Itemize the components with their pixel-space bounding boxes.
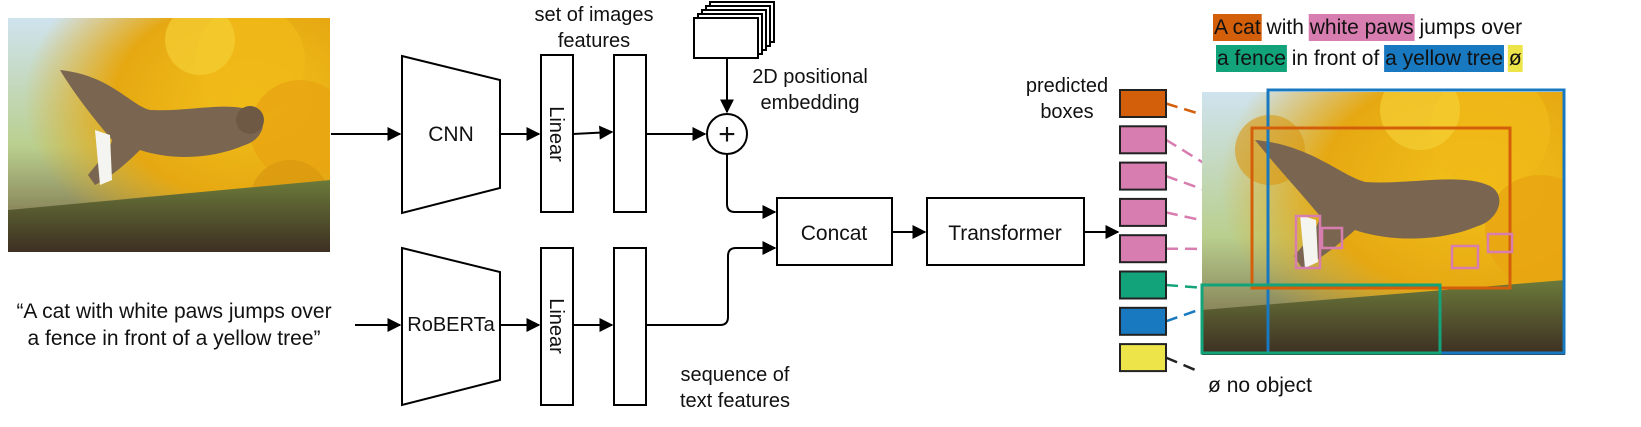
predicted-box-cat — [1119, 89, 1167, 118]
bbox-fence — [1200, 283, 1442, 355]
caption-highlight-bg — [1308, 14, 1415, 41]
transformer-block — [926, 197, 1085, 266]
caption-phrase-highlighted: a yellow tree — [1385, 47, 1503, 70]
output-photo — [1202, 92, 1565, 355]
caption-phrase: in front of — [1286, 47, 1385, 70]
predicted-box-tree — [1119, 306, 1167, 336]
caption-phrase-highlighted: A cat — [1214, 16, 1261, 39]
positional-caption-2: embedding — [761, 92, 860, 114]
arrow-txtfeat-to-concat — [646, 241, 777, 326]
cnn-block — [401, 54, 501, 215]
linear-text-block — [540, 247, 574, 406]
text-input-line-1: “A cat with white paws jumps over — [16, 300, 331, 323]
predicted-box-paw-3 — [1119, 197, 1167, 227]
bbox-paw-3 — [1450, 244, 1480, 270]
concat-label: Concat — [801, 222, 868, 245]
linear-text-label: Linear — [545, 298, 567, 354]
cnn-label: CNN — [428, 123, 474, 146]
arrow-plus-to-concat — [726, 154, 777, 219]
caption-highlight-bg — [1507, 45, 1523, 72]
bbox-cat — [1250, 126, 1512, 290]
arrow-linear-to-imgfeat — [572, 125, 614, 140]
linear-image-label: Linear — [545, 106, 567, 162]
text-features-caption-1: sequence of — [681, 364, 790, 386]
predicted-boxes-caption-1: predicted — [1026, 75, 1108, 97]
plus-symbol: + — [718, 118, 736, 151]
predicted-boxes-caption-2: boxes — [1040, 101, 1093, 123]
concat-block — [776, 197, 893, 266]
caption-phrase-highlighted: a fence — [1217, 47, 1286, 70]
predicted-box-paw-2 — [1119, 161, 1167, 191]
transformer-label: Transformer — [948, 222, 1062, 245]
bbox-paw-4 — [1486, 232, 1514, 254]
bbox-paw-1 — [1294, 214, 1322, 270]
roberta-block — [401, 246, 501, 407]
text-features-caption-2: text features — [680, 390, 790, 412]
text-features-bar — [613, 247, 647, 406]
positional-embedding-stack — [693, 1, 775, 59]
no-object-caption: ø no object — [1208, 374, 1312, 397]
caption-phrase-highlighted: white paws — [1309, 16, 1414, 39]
caption-highlight-bg — [1384, 45, 1504, 72]
caption-highlight-bg — [1216, 45, 1287, 72]
predicted-box-no-object — [1119, 343, 1167, 373]
image-features-bar — [613, 54, 647, 213]
positional-caption-1: 2D positional — [752, 66, 868, 88]
image-features-caption-1: set of images — [535, 4, 654, 26]
roberta-label: RoBERTa — [407, 314, 495, 336]
text-input-line-2: a fence in front of a yellow tree” — [28, 327, 321, 350]
caption-highlight-bg — [1213, 14, 1262, 41]
output-bounding-boxes — [1200, 88, 1566, 355]
input-photo — [8, 18, 330, 252]
predicted-box-fence — [1119, 270, 1167, 300]
connector-no-object — [1165, 356, 1201, 374]
caption-phrase-highlighted: ø — [1509, 47, 1522, 70]
image-features-caption-2: features — [558, 30, 630, 52]
connector-fence — [1165, 283, 1231, 292]
predicted-box-paw-4 — [1119, 234, 1167, 264]
caption-phrase: with — [1261, 16, 1310, 39]
predicted-box-paw-1 — [1119, 125, 1167, 155]
caption-phrase: jumps over — [1414, 16, 1523, 39]
bbox-paw-2 — [1320, 226, 1344, 250]
